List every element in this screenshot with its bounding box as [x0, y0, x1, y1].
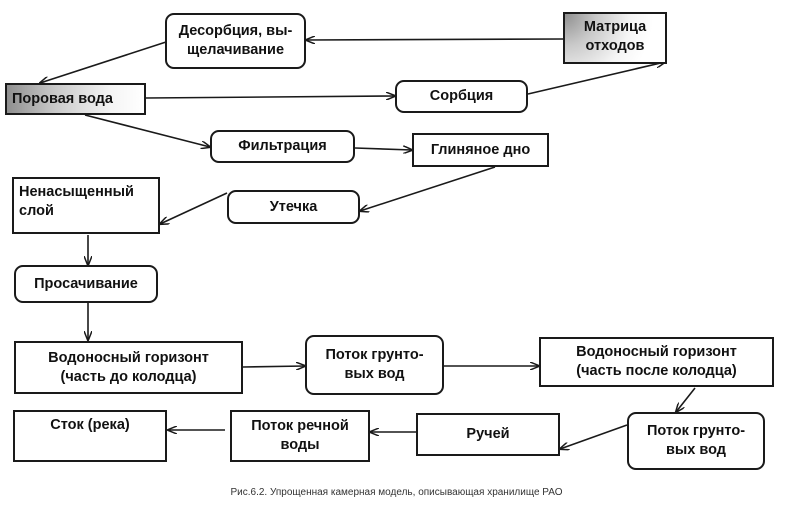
node-groundwater-flow-2: Поток грунто- вых вод — [627, 412, 765, 470]
node-clay-bottom: Глиняное дно — [412, 133, 549, 167]
node-waste-matrix: Матрица отходов — [563, 12, 667, 64]
arrow-aquifer-after-to-groundwater-flow-2 — [676, 387, 696, 412]
node-aquifer-after-well: Водоносный горизонт (часть после колодца… — [539, 337, 774, 387]
node-desorption: Десорбция, вы- щелачивание — [165, 13, 306, 69]
node-aquifer-before-well: Водоносный горизонт (часть до колодца) — [14, 341, 243, 394]
node-unsaturated-layer: Ненасыщенный слой — [12, 177, 160, 234]
arrow-sorption-to-matrix — [527, 62, 665, 95]
figure-caption: Рис.6.2. Упрощенная камерная модель, опи… — [230, 487, 563, 498]
node-stream: Ручей — [416, 413, 560, 456]
arrow-pore-water-to-filtration — [84, 114, 210, 147]
node-filtration: Фильтрация — [210, 130, 355, 163]
arrow-desorption-to-pore-water — [40, 41, 167, 83]
arrow-filtration-to-clay-bottom — [354, 148, 412, 150]
node-pore-water: Поровая вода — [5, 83, 146, 115]
node-leak: Утечка — [227, 190, 360, 224]
node-river-water-flow: Поток речной воды — [230, 410, 370, 462]
arrow-pore-water-to-sorption — [145, 96, 395, 98]
arrow-matrix-to-desorption — [306, 39, 564, 40]
node-runoff-river: Сток (река) — [13, 410, 167, 462]
arrow-leak-to-unsaturated-layer — [160, 192, 228, 224]
node-sorption: Сорбция — [395, 80, 528, 113]
arrow-groundwater-flow-2-to-stream — [560, 424, 628, 449]
arrow-aquifer-to-groundwater-flow — [242, 366, 305, 367]
node-seepage: Просачивание — [14, 265, 158, 303]
arrow-clay-bottom-to-leak — [360, 166, 496, 211]
node-groundwater-flow-1: Поток грунто- вых вод — [305, 335, 444, 395]
